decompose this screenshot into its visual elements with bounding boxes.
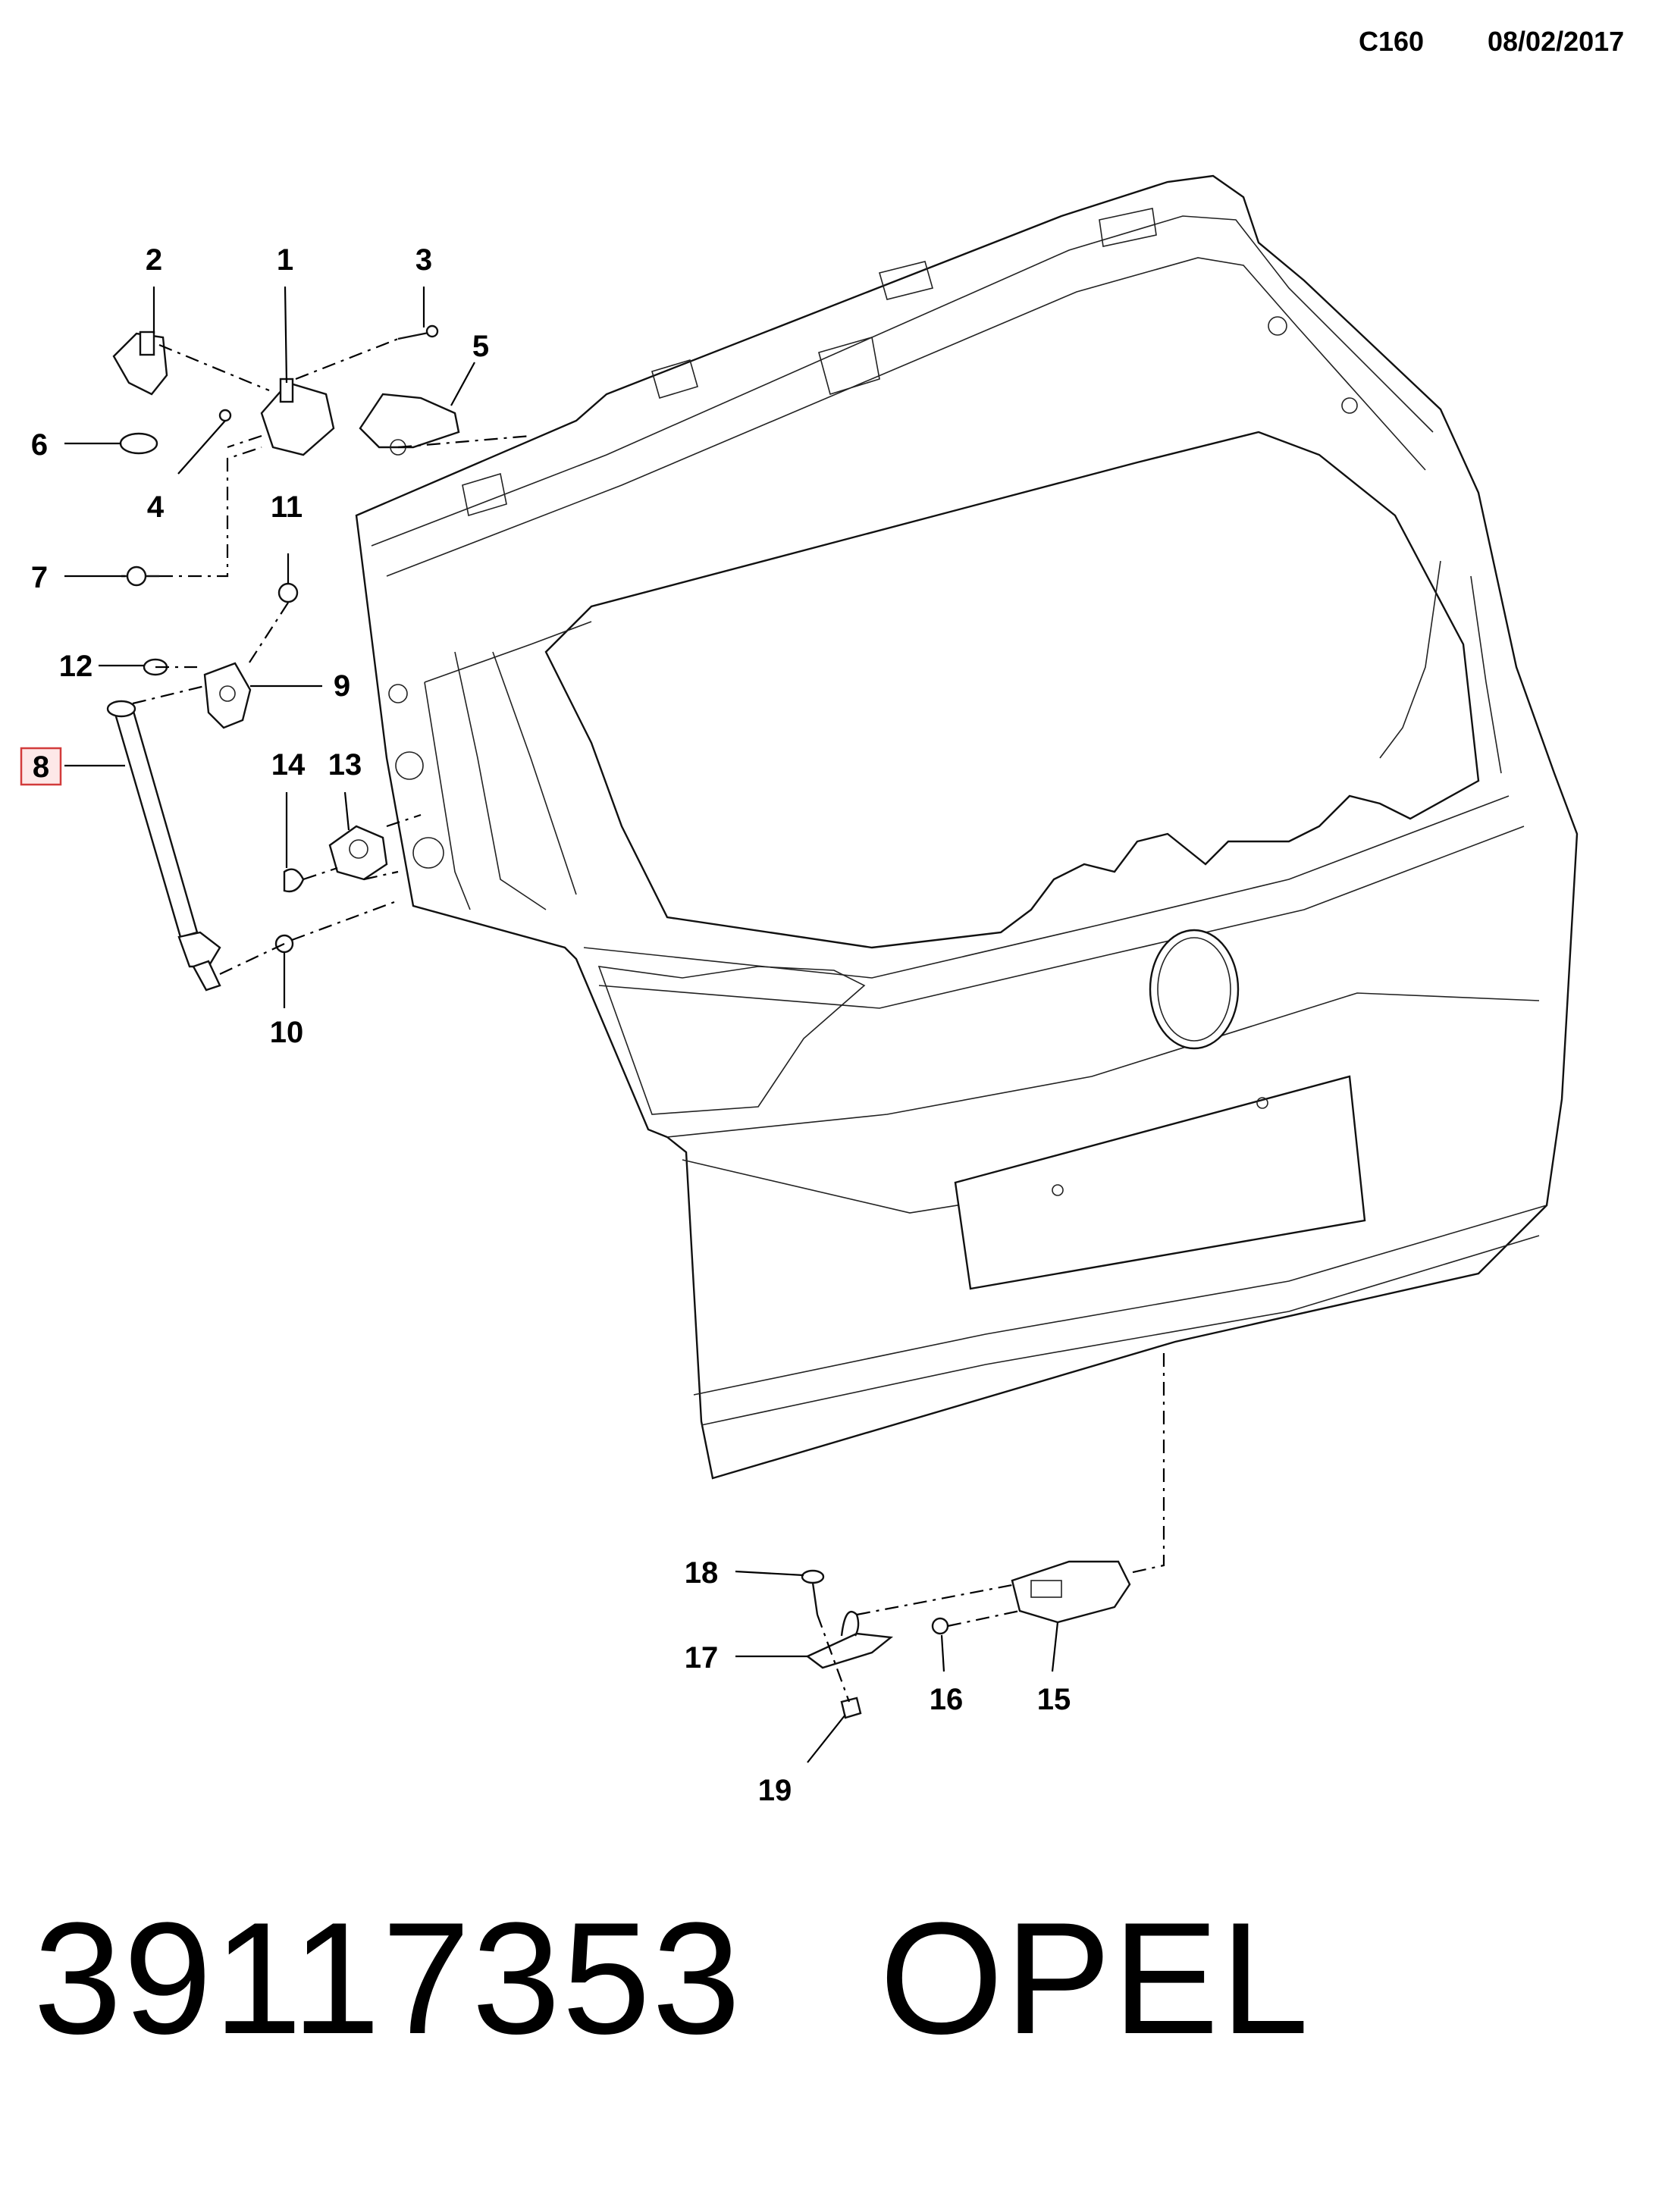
callout-14: 14 — [271, 748, 306, 782]
callout-9: 9 — [334, 669, 350, 703]
callout-11: 11 — [271, 490, 303, 524]
callout-17: 17 — [685, 1641, 719, 1675]
callout-3: 3 — [415, 243, 432, 277]
callout-12: 12 — [59, 650, 93, 683]
highlight-box-8 — [20, 747, 62, 786]
diagram-date: 08/02/2017 — [1488, 26, 1625, 57]
callout-10: 10 — [270, 1016, 304, 1049]
gas-strut-assembly — [106, 582, 299, 992]
callout-13: 13 — [328, 748, 362, 782]
tailgate-exploded-diagram: 1 2 3 4 5 6 7 8 9 10 11 12 13 14 15 16 1… — [20, 174, 1579, 1807]
brand-name: OPEL — [879, 1889, 1311, 2067]
assembly-lines — [132, 337, 1165, 1703]
callout-15: 15 — [1037, 1683, 1071, 1716]
latch-assembly — [801, 1560, 1131, 1719]
callout-16: 16 — [930, 1683, 964, 1716]
callout-5: 5 — [472, 330, 489, 363]
callout-19: 19 — [758, 1774, 792, 1807]
callout-4: 4 — [147, 490, 165, 524]
callout-18: 18 — [685, 1556, 719, 1590]
callout-6: 6 — [31, 428, 48, 462]
hinge-assembly — [112, 324, 460, 587]
callout-numbers: 1 2 3 4 5 6 7 8 9 10 11 12 13 14 15 16 1… — [31, 243, 1071, 1807]
callout-7: 7 — [31, 561, 48, 594]
callout-8: 8 — [33, 750, 49, 784]
tailgate-panel — [355, 174, 1579, 1480]
part-number: 39117353 — [33, 1889, 742, 2067]
diagram-code: C160 — [1359, 26, 1425, 57]
actuator-assembly — [283, 825, 388, 893]
callout-1: 1 — [277, 243, 293, 277]
leader-lines — [64, 286, 1059, 1763]
callout-2: 2 — [146, 243, 162, 277]
